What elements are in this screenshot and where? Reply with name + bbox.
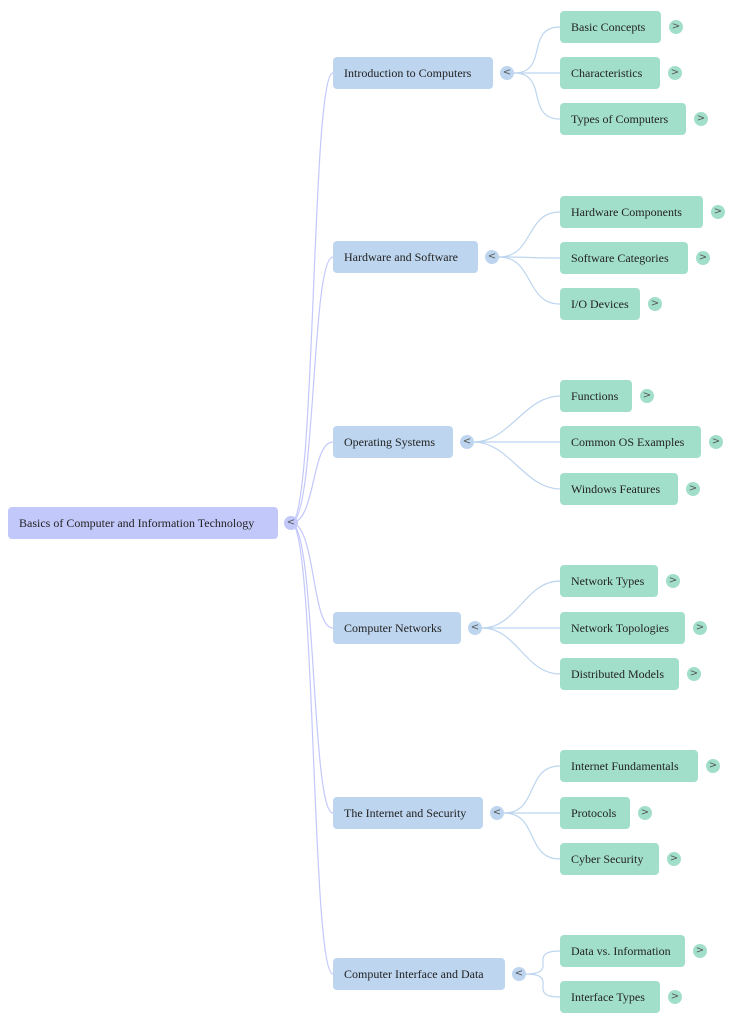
expand-icon[interactable]: > — [696, 251, 710, 265]
expand-icon[interactable]: > — [668, 66, 682, 80]
collapse-icon[interactable]: < — [485, 250, 499, 264]
link-the-internet-and-security-to-cyber-security — [503, 812, 561, 860]
collapse-icon[interactable]: < — [512, 967, 526, 981]
leaf-node-hardware-components[interactable]: Hardware Components — [560, 196, 703, 228]
leaf-node-internet-fundamentals[interactable]: Internet Fundamentals — [560, 750, 698, 782]
collapse-icon[interactable]: < — [500, 66, 514, 80]
expand-icon[interactable]: > — [640, 389, 654, 403]
leaf-node-data-vs-information[interactable]: Data vs. Information — [560, 935, 685, 967]
collapse-icon[interactable]: < — [460, 435, 474, 449]
expand-icon[interactable]: > — [687, 667, 701, 681]
branch-label: Introduction to Computers — [344, 65, 472, 80]
branch-node-computer-networks[interactable]: Computer Networks — [333, 612, 461, 644]
expand-icon[interactable]: > — [667, 852, 681, 866]
link-the-internet-and-security-to-internet-fundamentals — [503, 765, 561, 814]
expand-icon[interactable]: > — [669, 20, 683, 34]
expand-icon[interactable]: > — [668, 990, 682, 1004]
leaf-label: Basic Concepts — [571, 19, 646, 34]
branch-node-hardware-and-software[interactable]: Hardware and Software — [333, 241, 478, 273]
leaf-label: Windows Features — [571, 481, 661, 496]
expand-icon[interactable]: > — [686, 482, 700, 496]
expand-icon[interactable]: > — [648, 297, 662, 311]
leaf-label: Cyber Security — [571, 851, 644, 866]
leaf-label: Characteristics — [571, 65, 643, 80]
leaf-node-distributed-models[interactable]: Distributed Models — [560, 658, 679, 690]
link-computer-interface-and-data-to-interface-types — [525, 973, 561, 998]
branch-node-computer-interface-and-data[interactable]: Computer Interface and Data — [333, 958, 505, 990]
leaf-node-i-o-devices[interactable]: I/O Devices — [560, 288, 640, 320]
leaf-label: Types of Computers — [571, 111, 669, 126]
branch-label: Computer Networks — [344, 620, 442, 635]
expand-icon[interactable]: > — [706, 759, 720, 773]
branch-node-operating-systems[interactable]: Operating Systems — [333, 426, 453, 458]
mindmap-root-node[interactable]: Basics of Computer and Information Techn… — [8, 507, 278, 539]
leaf-node-windows-features[interactable]: Windows Features — [560, 473, 678, 505]
expand-icon[interactable]: > — [709, 435, 723, 449]
branch-node-the-internet-and-security[interactable]: The Internet and Security — [333, 797, 483, 829]
branch-node-introduction-to-computers[interactable]: Introduction to Computers — [333, 57, 493, 89]
branch-label: Computer Interface and Data — [344, 966, 484, 981]
link-introduction-to-computers-to-types-of-computers — [513, 72, 561, 120]
leaf-label: Software Categories — [571, 250, 669, 265]
link-computer-networks-to-network-types — [481, 580, 561, 629]
leaf-node-cyber-security[interactable]: Cyber Security — [560, 843, 659, 875]
expand-icon[interactable]: > — [693, 621, 707, 635]
expand-icon[interactable]: > — [694, 112, 708, 126]
link-root-to-computer-networks — [290, 522, 334, 629]
link-root-to-the-internet-and-security — [290, 522, 334, 814]
leaf-node-functions[interactable]: Functions — [560, 380, 632, 412]
leaf-label: I/O Devices — [571, 296, 629, 311]
collapse-icon[interactable]: < — [490, 806, 504, 820]
expand-icon[interactable]: > — [711, 205, 725, 219]
link-hardware-and-software-to-hardware-components — [498, 211, 561, 258]
link-hardware-and-software-to-software-categories — [498, 256, 561, 259]
expand-icon[interactable]: > — [693, 944, 707, 958]
leaf-node-software-categories[interactable]: Software Categories — [560, 242, 688, 274]
link-root-to-operating-systems — [290, 441, 334, 524]
leaf-label: Hardware Components — [571, 204, 682, 219]
leaf-node-protocols[interactable]: Protocols — [560, 797, 630, 829]
collapse-icon[interactable]: < — [468, 621, 482, 635]
link-operating-systems-to-functions — [473, 395, 561, 443]
expand-icon[interactable]: > — [666, 574, 680, 588]
leaf-label: Data vs. Information — [571, 943, 671, 958]
expand-icon[interactable]: > — [638, 806, 652, 820]
leaf-node-types-of-computers[interactable]: Types of Computers — [560, 103, 686, 135]
leaf-label: Functions — [571, 388, 619, 403]
link-root-to-hardware-and-software — [290, 256, 334, 524]
link-hardware-and-software-to-i-o-devices — [498, 256, 561, 305]
link-introduction-to-computers-to-basic-concepts — [513, 26, 561, 74]
link-computer-interface-and-data-to-data-vs-information — [525, 950, 561, 975]
branch-label: The Internet and Security — [344, 805, 467, 820]
collapse-icon[interactable]: < — [284, 516, 298, 530]
leaf-label: Network Types — [571, 573, 645, 588]
branch-label: Hardware and Software — [344, 249, 458, 264]
link-computer-networks-to-distributed-models — [481, 627, 561, 675]
leaf-label: Internet Fundamentals — [571, 758, 679, 773]
leaf-node-basic-concepts[interactable]: Basic Concepts — [560, 11, 661, 43]
root-label: Basics of Computer and Information Techn… — [19, 515, 255, 530]
link-operating-systems-to-windows-features — [473, 441, 561, 490]
leaf-label: Interface Types — [571, 989, 645, 1004]
leaf-node-network-types[interactable]: Network Types — [560, 565, 658, 597]
leaf-label: Distributed Models — [571, 666, 664, 681]
leaf-label: Common OS Examples — [571, 434, 685, 449]
link-root-to-computer-interface-and-data — [290, 522, 334, 975]
link-root-to-introduction-to-computers — [290, 72, 334, 524]
branch-label: Operating Systems — [344, 434, 435, 449]
leaf-node-common-os-examples[interactable]: Common OS Examples — [560, 426, 701, 458]
leaf-node-network-topologies[interactable]: Network Topologies — [560, 612, 685, 644]
leaf-node-interface-types[interactable]: Interface Types — [560, 981, 660, 1013]
leaf-node-characteristics[interactable]: Characteristics — [560, 57, 660, 89]
leaf-label: Network Topologies — [571, 620, 669, 635]
leaf-label: Protocols — [571, 805, 617, 820]
